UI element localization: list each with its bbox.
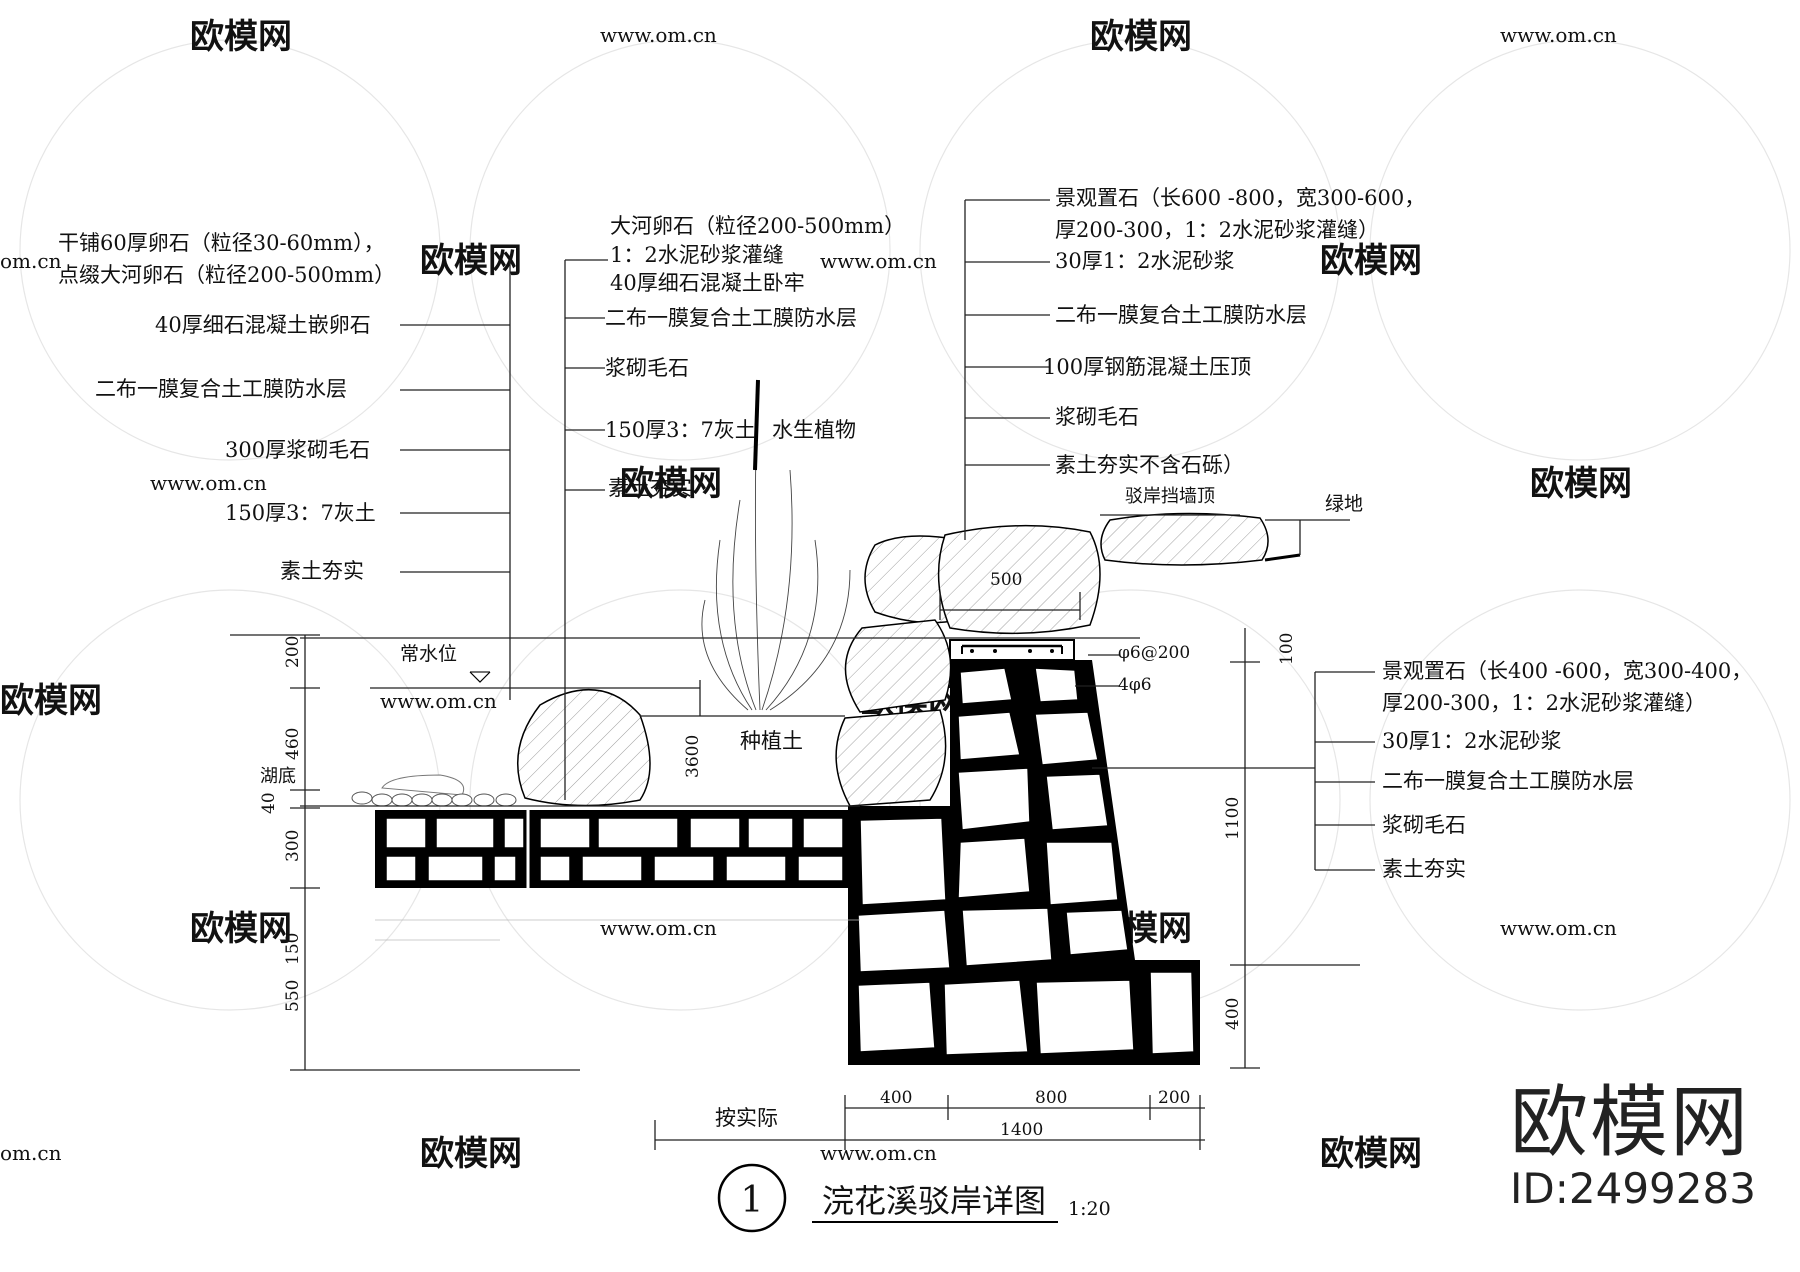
title-scale: 1:20 bbox=[1068, 1198, 1111, 1220]
dim-left-550: 550 bbox=[283, 980, 303, 1012]
mid-callouts: 大河卵石（粒径200-500mm） 1：2水泥砂浆灌缝 40厚细石混凝土卧牢 二… bbox=[605, 214, 905, 500]
callout-mid-5: 150厚3：7灰土 bbox=[605, 418, 756, 442]
label-as-actual: 按实际 bbox=[715, 1106, 778, 1130]
aquatic-plant bbox=[701, 379, 851, 711]
dim-left-150: 150 bbox=[283, 933, 303, 965]
callout-right-3: 二布一膜复合土工膜防水层 bbox=[1382, 769, 1634, 793]
dim-left-40: 40 bbox=[259, 792, 279, 814]
callout-mid-0: 大河卵石（粒径200-500mm） bbox=[610, 214, 905, 238]
retaining-wall bbox=[848, 660, 1200, 1065]
dim-right-100: 100 bbox=[1277, 633, 1297, 665]
watermark-brand: 欧模网 bbox=[1090, 17, 1192, 57]
callout-left-5: 150厚3：7灰土 bbox=[225, 501, 376, 525]
leader-lines bbox=[400, 199, 1375, 871]
dim-cap-500: 500 bbox=[990, 570, 1022, 590]
callout-mid-1: 1：2水泥砂浆灌缝 bbox=[610, 243, 784, 267]
watermark-url: www.om.cn bbox=[600, 23, 717, 47]
watermark-url: www.om.cn bbox=[820, 249, 937, 273]
callout-left-2: 40厚细石混凝土嵌卵石 bbox=[155, 313, 371, 337]
green-land-surface bbox=[1264, 520, 1301, 562]
watermark-brand: 欧模网 bbox=[190, 909, 292, 949]
callout-top-right-2: 30厚1：2水泥砂浆 bbox=[1055, 249, 1234, 273]
dim-right-400: 400 bbox=[1223, 998, 1243, 1030]
callout-top-right-6: 素土夯实不含石砾） bbox=[1055, 453, 1244, 477]
callout-right-1: 厚200-300，1：2水泥砂浆灌缝） bbox=[1382, 691, 1706, 715]
callout-mid-4: 浆砌毛石 bbox=[605, 356, 689, 380]
dim-bottom-1400: 1400 bbox=[1000, 1120, 1043, 1140]
dim-right-1100: 1100 bbox=[1223, 797, 1243, 840]
label-lake-bottom: 湖底 bbox=[260, 766, 296, 787]
dim-bottom-200: 200 bbox=[1158, 1088, 1190, 1108]
watermark-brand: 欧模网 bbox=[620, 464, 722, 504]
callout-top-right-4: 100厚钢筋混凝土压顶 bbox=[1043, 355, 1251, 379]
right-callouts: 景观置石（长400 -600，宽300-400， 厚200-300，1：2水泥砂… bbox=[1382, 659, 1752, 881]
dim-bottom-400: 400 bbox=[880, 1088, 912, 1108]
ground-fill bbox=[375, 919, 860, 941]
callout-top-right-0: 景观置石（长600 -800，宽300-600， bbox=[1055, 186, 1425, 210]
callout-mid-6: 素土夯实 bbox=[608, 476, 692, 500]
dim-left-200: 200 bbox=[283, 636, 303, 668]
drawing-title: 1 浣花溪驳岸详图 1:20 bbox=[717, 1163, 1111, 1233]
watermark-brand: 欧模网 bbox=[1320, 1134, 1422, 1174]
callout-left-3: 二布一膜复合土工膜防水层 bbox=[95, 377, 347, 401]
watermark-brand: 欧模网 bbox=[190, 17, 292, 57]
watermark-brand: 欧模网 bbox=[420, 241, 522, 281]
callout-right-4: 浆砌毛石 bbox=[1382, 813, 1466, 837]
watermark-url: www.om.cn bbox=[380, 689, 497, 713]
callout-top-right-1: 厚200-300，1：2水泥砂浆灌缝） bbox=[1055, 218, 1379, 242]
brand-stamp: 欧模网 ID:2499283 bbox=[1510, 1082, 1790, 1214]
dim-left-300: 300 bbox=[283, 830, 303, 862]
callout-left-0: 干铺60厚卵石（粒径30-60mm）， bbox=[58, 231, 385, 255]
label-green-land: 绿地 bbox=[1325, 493, 1363, 515]
callout-top-right-5: 浆砌毛石 bbox=[1055, 405, 1139, 429]
label-aquatic-plant: 水生植物 bbox=[772, 418, 856, 442]
callout-left-6: 素土夯实 bbox=[280, 559, 364, 583]
concrete-cap bbox=[949, 639, 1075, 661]
dim-soil-3600: 3600 bbox=[683, 735, 703, 778]
label-normal-water-level: 常水位 bbox=[400, 643, 457, 665]
left-callouts: 干铺60厚卵石（粒径30-60mm）， 点缀大河卵石（粒径200-500mm） … bbox=[58, 231, 395, 583]
callout-mid-3: 二布一膜复合土工膜防水层 bbox=[605, 306, 857, 330]
callout-right-5: 素土夯实 bbox=[1382, 857, 1466, 881]
watermark-url: www.om.cn bbox=[820, 1141, 937, 1165]
watermark-brand: 欧模网 bbox=[1320, 241, 1422, 281]
watermark-brand: 欧模网 bbox=[0, 681, 102, 721]
dimension-values: 200 460 40 300 150 550 500 3600 100 1100… bbox=[259, 570, 1297, 1140]
callout-left-4: 300厚浆砌毛石 bbox=[225, 438, 370, 462]
watermark-brand: 欧模网 bbox=[1530, 464, 1632, 504]
dimension-lines bbox=[230, 592, 1360, 1150]
callout-right-2: 30厚1：2水泥砂浆 bbox=[1382, 729, 1561, 753]
dim-left-460: 460 bbox=[283, 728, 303, 760]
watermark-url: www.om.cn bbox=[1500, 23, 1617, 47]
label-rebar-spacing: φ6@200 bbox=[1118, 643, 1190, 663]
section-labels: 常水位 湖底 种植土 φ6@200 4φ6 按实际 bbox=[260, 643, 1190, 1130]
watermark-url: om.cn bbox=[0, 249, 62, 273]
label-retaining-wall-top: 驳岸挡墙顶 bbox=[1125, 486, 1215, 507]
label-rebar-count: 4φ6 bbox=[1118, 675, 1152, 695]
landscape-boulders bbox=[351, 512, 1269, 807]
brand-name: 欧模网 bbox=[1510, 1078, 1751, 1168]
watermark-url: www.om.cn bbox=[150, 471, 267, 495]
callout-left-1: 点缀大河卵石（粒径200-500mm） bbox=[58, 263, 395, 287]
title-number: 1 bbox=[741, 1180, 764, 1221]
label-planting-soil: 种植土 bbox=[740, 729, 803, 753]
top-right-callouts: 景观置石（长600 -800，宽300-600， 厚200-300，1：2水泥砂… bbox=[1043, 186, 1425, 515]
title-text: 浣花溪驳岸详图 bbox=[822, 1182, 1046, 1220]
dim-bottom-800: 800 bbox=[1035, 1088, 1067, 1108]
planting-soil-bed bbox=[300, 637, 1140, 807]
watermark-url: om.cn bbox=[0, 1141, 62, 1165]
lake-bottom-masonry bbox=[375, 810, 860, 888]
watermark-brand: 欧模网 bbox=[420, 1134, 522, 1174]
watermark-url: www.om.cn bbox=[1500, 916, 1617, 940]
callout-right-0: 景观置石（长400 -600，宽300-400， bbox=[1382, 659, 1752, 683]
callout-mid-2: 40厚细石混凝土卧牢 bbox=[610, 271, 805, 295]
callout-top-right-3: 二布一膜复合土工膜防水层 bbox=[1055, 303, 1307, 327]
brand-id: ID:2499283 bbox=[1510, 1164, 1756, 1213]
